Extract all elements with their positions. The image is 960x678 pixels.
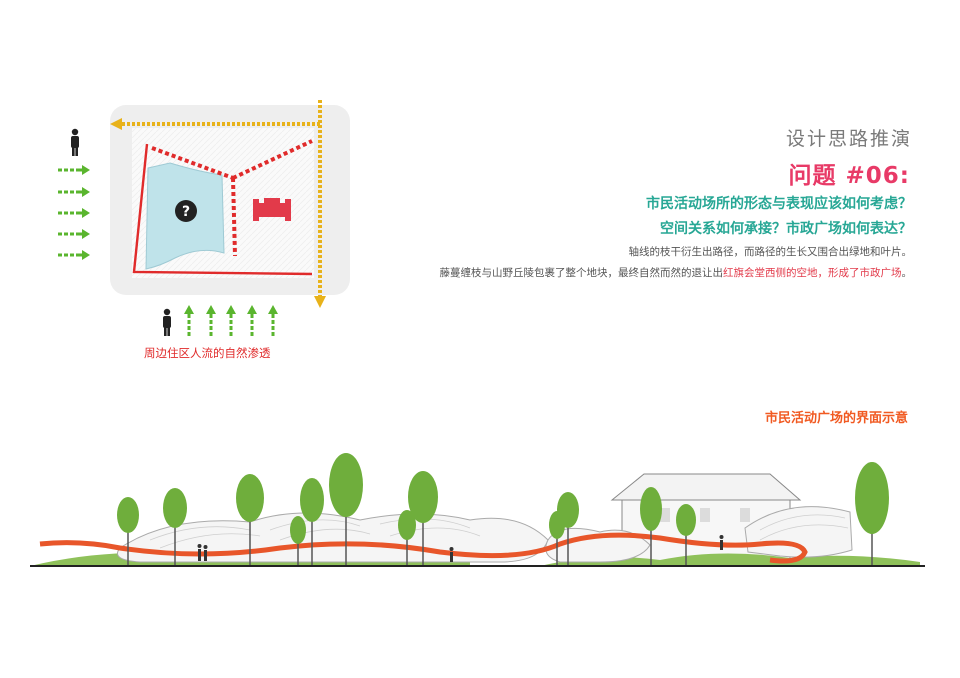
question-line-1: 市民活动场所的形态与表现应该如何考虑？	[646, 196, 912, 212]
flow-arrows-left	[58, 165, 90, 260]
description-line-2: 藤蔓缠枝与山野丘陵包裹了整个地块，最终自然而然的退让出红旗会堂西侧的空地，形成了…	[440, 265, 913, 280]
section-illustration	[30, 453, 925, 567]
page-title: 设计思路推演	[785, 128, 912, 150]
walkway	[39, 532, 808, 564]
building-icon	[253, 198, 291, 221]
axis-arrows	[122, 100, 322, 297]
question-icon	[175, 200, 197, 222]
question-number: 问题 #06:	[788, 163, 910, 189]
dotted-paths	[151, 139, 313, 257]
description-line-1: 轴线的枝干衍生出路径，而路径的生长又围合出绿地和叶片。	[628, 246, 913, 258]
people-silhouettes	[197, 535, 724, 562]
diagram-caption: 周边住区人流的自然渗透	[144, 346, 271, 360]
question-line-2: 空间关系如何承接？市政广场如何表达？	[660, 221, 912, 237]
flow-arrows-bottom	[184, 305, 278, 336]
description-highlight: 红旗会堂西侧的空地，形成了市政广场	[723, 267, 902, 279]
section-title: 市民活动广场的界面示意	[764, 411, 908, 426]
question-mark: ?	[182, 204, 190, 220]
description-suffix: 。	[901, 267, 913, 279]
site-boundary	[132, 143, 313, 276]
site-plan-diagram: ?	[110, 100, 350, 308]
description-prefix: 藤蔓缠枝与山野丘陵包裹了整个地块，最终自然而然的退让出	[439, 267, 724, 279]
trees	[117, 453, 889, 566]
person-icon	[71, 128, 79, 156]
person-icon	[163, 308, 171, 336]
